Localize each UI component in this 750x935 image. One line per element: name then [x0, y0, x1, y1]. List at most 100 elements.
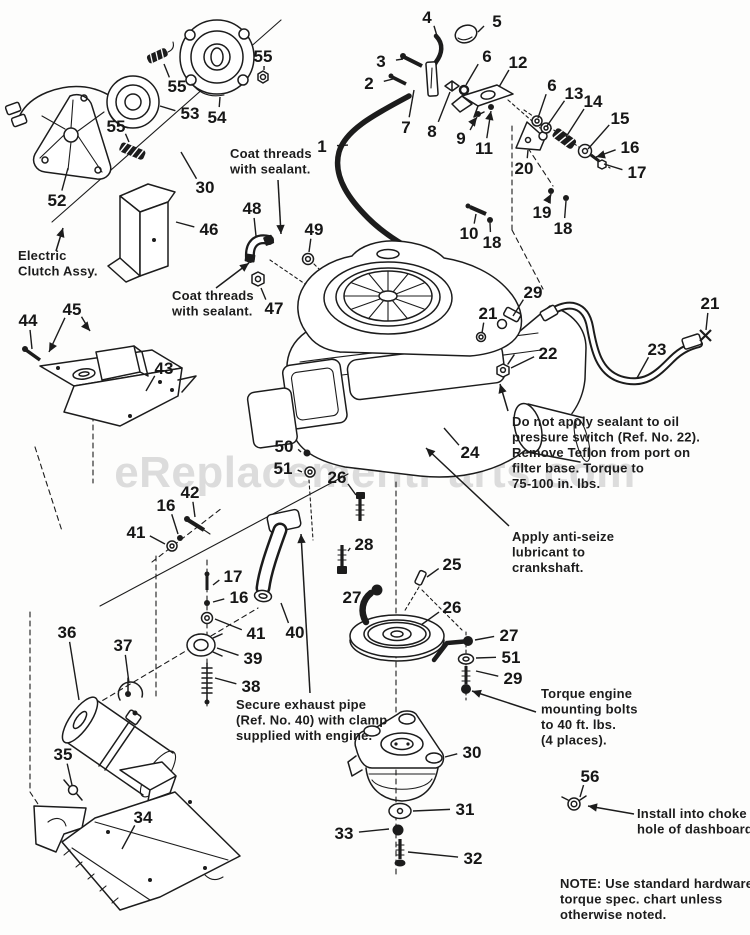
- callout-label-42: 42: [181, 483, 200, 502]
- callout-20: 20: [515, 149, 533, 178]
- callout-label-19: 19: [533, 203, 552, 222]
- callout-24: 24: [443, 427, 480, 462]
- oil-pressure-switch-22: [496, 354, 515, 378]
- callout-label-18: 18: [483, 233, 502, 252]
- callout-label-3: 3: [376, 52, 385, 71]
- washer-31: [388, 802, 412, 820]
- screw-trio: [166, 516, 211, 552]
- callout-label-50: 50: [275, 437, 294, 456]
- callout-26: 26: [420, 598, 461, 626]
- callout-51: 51: [475, 648, 521, 667]
- callout-16: 16: [595, 138, 639, 159]
- clip-35: [63, 779, 83, 801]
- callout-51: 51: [274, 459, 303, 478]
- callout-6: 6: [465, 47, 492, 86]
- callout-label-32: 32: [464, 849, 483, 868]
- choke-knob-5: [454, 24, 478, 44]
- callout-label-17: 17: [628, 163, 647, 182]
- engine-assembly: [246, 240, 591, 478]
- callout-label-45: 45: [63, 300, 82, 319]
- callout-label-54: 54: [208, 108, 227, 127]
- exhaust-note-line: (Ref. No. 40) with clamp: [236, 713, 387, 728]
- hardware-note-line: otherwise noted.: [560, 907, 667, 922]
- callout-55: 55: [163, 63, 186, 96]
- callout-44: 44: [19, 311, 38, 350]
- callout-8: 8: [427, 91, 451, 141]
- callout-3: 3: [376, 52, 404, 71]
- callout-label-1: 1: [317, 137, 326, 156]
- callout-label-9: 9: [456, 129, 465, 148]
- callout-40: 40: [280, 602, 304, 642]
- choke-bracket-12: [461, 84, 514, 107]
- heat-shield-34: [33, 791, 241, 911]
- callout-54: 54: [208, 96, 227, 127]
- callout-label-53: 53: [181, 104, 200, 123]
- callout-label-6: 6: [547, 76, 556, 95]
- hardware-note-line: torque spec. chart unless: [560, 892, 723, 907]
- oil-filter-cylinder: [513, 402, 591, 463]
- pto-clutch-group: [347, 710, 445, 867]
- pin-25: [414, 569, 427, 586]
- exhaust-pipe-assembly: [186, 508, 302, 705]
- callout-label-25: 25: [443, 555, 462, 574]
- clutch-spring-small: [146, 48, 168, 64]
- callout-label-22: 22: [539, 344, 558, 363]
- callout-56: 56: [579, 767, 599, 798]
- callout-label-34: 34: [134, 808, 153, 827]
- callout-29: 29: [475, 669, 522, 688]
- electric-clutch-assembly: [4, 19, 269, 180]
- callout-label-51: 51: [502, 648, 521, 667]
- callout-label-46: 46: [200, 220, 219, 239]
- support-bracket-43: [22, 345, 197, 427]
- coat-threads-note-1-line: with sealant.: [229, 162, 311, 177]
- callout-label-29: 29: [524, 283, 543, 302]
- callout-label-39: 39: [244, 649, 263, 668]
- callout-23: 23: [636, 340, 666, 379]
- choke-control-assembly: [388, 24, 541, 129]
- clutch-spring: [119, 142, 146, 160]
- callout-36: 36: [58, 623, 80, 701]
- coat-threads-note-2-line: with sealant.: [171, 304, 253, 319]
- callout-27: 27: [474, 626, 518, 645]
- callout-label-10: 10: [460, 224, 479, 243]
- exhaust-note-line: supplied with engine.: [236, 728, 372, 743]
- muffler-guard-39: [186, 633, 223, 657]
- callout-label-44: 44: [19, 311, 38, 330]
- callout-label-37: 37: [114, 636, 133, 655]
- electric-clutch-note-line: Clutch Assy.: [18, 264, 98, 279]
- callout-label-24: 24: [461, 443, 480, 462]
- torque-note-line: (4 places).: [541, 733, 607, 748]
- oil-pressure-note-line: Do not apply sealant to oil: [512, 414, 679, 429]
- callout-5: 5: [477, 12, 502, 33]
- callout-label-55: 55: [107, 117, 126, 136]
- callout-33: 33: [335, 824, 390, 843]
- callout-label-43: 43: [155, 359, 174, 378]
- elbow-29: [496, 306, 522, 330]
- callout-label-27: 27: [343, 588, 362, 607]
- exhaust-note: Secure exhaust pipe(Ref. No. 40) with cl…: [236, 533, 387, 743]
- callout-label-16: 16: [230, 588, 249, 607]
- callout-label-2: 2: [364, 74, 373, 93]
- callout-label-33: 33: [335, 824, 354, 843]
- callout-16: 16: [157, 496, 179, 535]
- choke-note-line: Install into choke: [637, 806, 747, 821]
- callout-11: 11: [475, 110, 494, 158]
- callout-label-5: 5: [492, 12, 501, 31]
- coat-threads-note-1-line: Coat threads: [230, 146, 312, 161]
- callout-label-52: 52: [48, 191, 67, 210]
- callout-label-49: 49: [305, 220, 324, 239]
- spring-38: [201, 662, 213, 705]
- elbow-fitting-48: [244, 234, 315, 287]
- callout-31: 31: [412, 800, 474, 819]
- torque-note-line: Torque engine: [541, 686, 632, 701]
- callout-label-12: 12: [509, 53, 528, 72]
- callout-26: 26: [328, 468, 357, 496]
- callout-13: 13: [546, 84, 583, 127]
- callout-2: 2: [364, 74, 394, 93]
- mount-bolts: [303, 449, 365, 574]
- torque-note-line: mounting bolts: [541, 702, 638, 717]
